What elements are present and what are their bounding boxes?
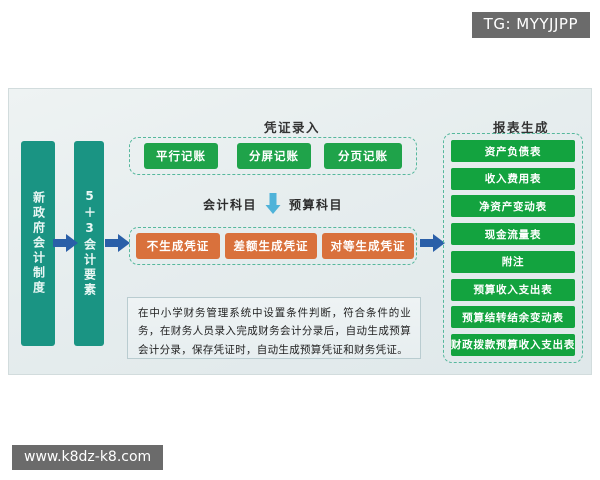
flow-arrow-right-icon [53,234,78,252]
site-watermark: www.k8dz-k8.com [12,445,164,470]
flow-arrow-right-icon [105,234,130,252]
ledger-mode-split-screen[interactable]: 分屏记账 [237,143,311,169]
flow-arrow-down-icon [265,193,281,214]
diagram-panel: 新政府会计制度 5＋3会计要素 凭证录入 平行记账 分屏记账 分页记账 会计科目… [8,88,592,375]
report-item[interactable]: 预算收入支出表 [451,278,575,301]
voucher-section-title: 凭证录入 [264,120,321,135]
report-list: 资产负债表 收入费用表 净资产变动表 现金流量表 附注 预算收入支出表 预算结转… [443,133,583,363]
stage-2-label: 5＋3会计要素 [82,189,97,298]
ledger-mode-paged[interactable]: 分页记账 [324,143,402,169]
report-section-title: 报表生成 [493,120,550,135]
report-item[interactable]: 资产负债表 [451,140,575,162]
ledger-mode-parallel[interactable]: 平行记账 [144,143,218,169]
report-item[interactable]: 财政拨款预算收入支出表 [451,333,575,356]
report-item[interactable]: 净资产变动表 [451,195,575,218]
stage-1-label: 新政府会计制度 [31,191,46,296]
voucher-mode-difference[interactable]: 差额生成凭证 [225,233,317,259]
voucher-mode-none[interactable]: 不生成凭证 [136,233,220,259]
report-item[interactable]: 预算结转结余变动表 [451,306,575,329]
subject-accounting: 会计科目 [202,197,257,212]
subject-budget: 预算科目 [289,197,344,212]
voucher-description-text: 在中小学财务管理系统中设置条件判断，符合条件的业务，在财务人员录入完成财务会计分… [127,297,421,359]
stage-new-accounting-system: 新政府会计制度 [21,141,55,346]
tag-badge: TG: MYYJJPP [471,12,590,38]
report-item[interactable]: 现金流量表 [451,223,575,246]
voucher-mode-equivalent[interactable]: 对等生成凭证 [322,233,414,259]
subjects-row: 会计科目 预算科目 [129,188,417,220]
stage-accounting-elements: 5＋3会计要素 [74,141,104,346]
report-item[interactable]: 收入费用表 [451,167,575,190]
ledger-mode-group [129,137,417,175]
voucher-mode-group [129,227,417,265]
report-item[interactable]: 附注 [451,250,575,273]
flow-arrow-right-icon [420,234,445,252]
